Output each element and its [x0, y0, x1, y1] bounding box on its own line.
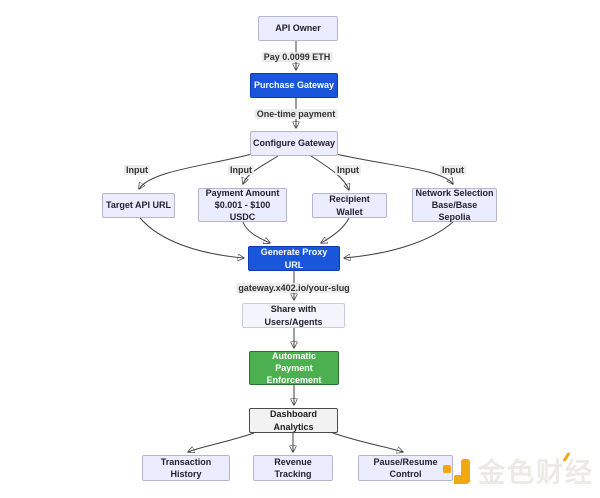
node-revenue-tracking: Revenue Tracking	[253, 455, 333, 481]
node-network-selection: Network Selection Base/Base Sepolia	[412, 188, 497, 222]
edge-network-generate	[344, 221, 454, 258]
edge-configure-payment	[243, 155, 279, 184]
node-label: Network Selection	[415, 187, 494, 198]
jinse-logo-icon	[443, 458, 470, 484]
edge-label-input-1: Input	[124, 165, 150, 175]
node-label: Dashboard Analytics	[269, 409, 317, 432]
node-pause-resume-control: Pause/Resume Control	[358, 455, 453, 481]
edge-configure-recipient	[310, 155, 349, 190]
edge-label-one-time-payment: One-time payment	[254, 109, 338, 119]
node-purchase-gateway: Purchase Gateway	[250, 73, 338, 98]
edge-label-input-3: Input	[335, 165, 361, 175]
edge-label-proxy-url: gateway.x402.io/your-slug	[236, 283, 352, 293]
node-label: Share with Users/Agents	[264, 304, 323, 327]
edge-target-generate	[139, 217, 244, 258]
node-label: Configure Gateway	[253, 138, 336, 149]
edge-configure-target	[139, 153, 253, 189]
node-api-owner: API Owner	[258, 16, 338, 41]
edge-payment-generate	[242, 221, 270, 243]
edge-label-input-2: Input	[228, 165, 254, 175]
node-label: Revenue Tracking	[274, 456, 312, 479]
node-payment-amount: Payment Amount $0.001 - $100 USDC	[198, 188, 287, 222]
node-label: Payment Amount	[205, 187, 280, 198]
node-recipient-wallet: Recipient Wallet	[312, 193, 387, 218]
node-label: API Owner	[275, 23, 321, 34]
node-label: Recipient Wallet	[329, 194, 370, 217]
node-configure-gateway: Configure Gateway	[250, 131, 338, 156]
node-label: Generate Proxy URL	[260, 247, 328, 270]
node-automatic-payment-enforcement: Automatic Payment Enforcement	[249, 351, 339, 385]
edge-paths	[139, 41, 453, 452]
node-generate-proxy-url: Generate Proxy URL	[248, 246, 340, 271]
node-share-with-users: Share with Users/Agents	[242, 303, 345, 328]
edge-dashboard-transaction	[188, 432, 255, 452]
node-label: Pause/Resume Control	[373, 456, 438, 479]
edge-recipient-generate	[321, 217, 350, 243]
node-label: Target API URL	[105, 200, 171, 211]
node-label: $0.001 - $100 USDC	[214, 199, 271, 223]
node-transaction-history: Transaction History	[142, 455, 230, 481]
node-dashboard-analytics: Dashboard Analytics	[249, 408, 338, 433]
node-label: Base/Base Sepolia	[431, 199, 478, 223]
jinse-finance-watermark: 金色财经	[442, 451, 594, 490]
edge-configure-network	[335, 153, 453, 184]
node-label: Purchase Gateway	[253, 80, 335, 91]
edge-label-input-4: Input	[440, 165, 466, 175]
node-label: Automatic Payment	[271, 350, 316, 373]
node-label: Transaction History	[160, 456, 212, 479]
brand-name: 金色财经	[478, 458, 594, 488]
edge-label-pay-eth: Pay 0.0099 ETH	[261, 52, 333, 62]
node-target-api-url: Target API URL	[102, 193, 175, 218]
watermark-brand-text: 金色财经	[478, 451, 594, 490]
node-label: Enforcement	[266, 375, 322, 386]
edge-dashboard-pause	[332, 432, 403, 452]
